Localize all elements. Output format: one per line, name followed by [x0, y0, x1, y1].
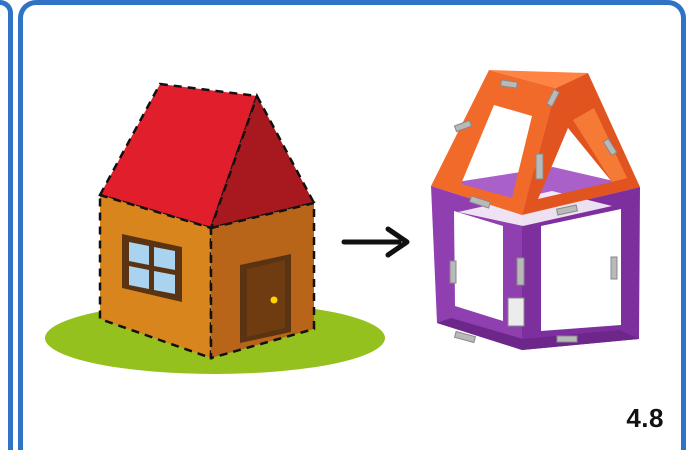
right-arrow-icon [344, 229, 407, 255]
dashed-house-drawing [45, 84, 385, 374]
magnetic-tile-house-photo [431, 70, 640, 350]
door-icon [240, 254, 291, 343]
page-number-label: 4.8 [626, 403, 664, 434]
